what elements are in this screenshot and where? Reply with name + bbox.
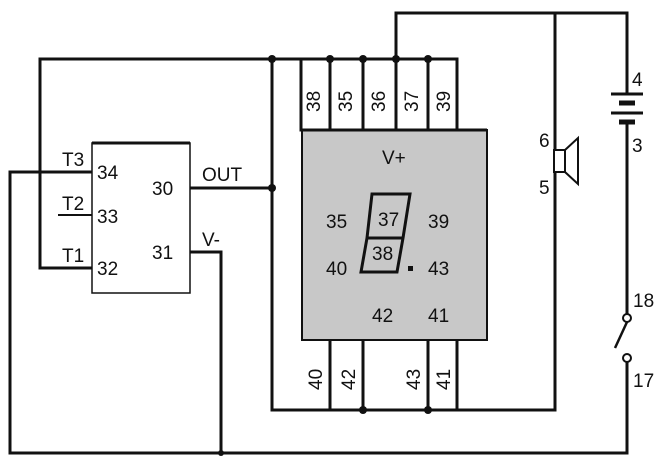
wire-bus-vertical [270,57,557,412]
speaker: 6 5 [539,131,579,200]
inner-label-40: 40 [326,259,347,280]
seven-segment-outline [359,192,412,274]
inner-label-43: 43 [428,259,449,280]
wire-vminus [188,250,223,455]
module-pin-34: 34 [97,163,119,184]
bottom-pin-43: 43 [404,369,425,390]
switch-label-18: 18 [633,291,654,312]
wires [8,11,629,455]
junction-dot [326,55,334,63]
junction-dot [359,406,367,414]
top-pin-35: 35 [336,91,357,112]
switch-lever [613,321,629,349]
digit-label-38: 38 [372,244,393,265]
battery: 4 3 [611,70,643,157]
module-pin-31: 31 [152,243,173,264]
battery-label-3: 3 [632,136,643,157]
inner-label-35: 35 [326,212,347,233]
inner-label-42: 42 [372,306,393,327]
junction-dot [424,406,432,414]
label-t3: T3 [62,150,84,171]
display-body [301,129,488,341]
bottom-pin-42: 42 [339,369,360,390]
speaker-cone-icon [564,135,579,187]
bottom-pin-41: 41 [434,369,455,390]
module-pin-32: 32 [97,259,118,280]
display-block: V+ 38 35 36 37 39 40 42 43 41 35 40 39 4… [301,91,488,390]
switch: 18 17 [613,291,654,392]
junction-dot [359,55,367,63]
wire-top-right [394,11,629,77]
module-body [91,142,191,294]
inner-label-39: 39 [428,212,449,233]
switch-contact-top [622,313,632,323]
inner-label-41: 41 [428,306,449,327]
label-t2: T2 [62,194,84,215]
top-pin-36: 36 [369,91,390,112]
wire-left-bus [38,57,94,270]
junction-dot [218,450,224,456]
top-pin-39: 39 [434,91,455,112]
wire-t3-loop [8,170,629,455]
module-pin-30: 30 [152,179,173,200]
label-vminus: V- [202,230,220,251]
label-vplus: V+ [382,148,406,169]
module-pin-33: 33 [97,207,118,228]
speaker-label-6: 6 [539,131,550,152]
digit-label-37: 37 [378,210,399,231]
top-pin-37: 37 [402,91,423,112]
junction-dot [424,55,432,63]
junctions [218,55,432,456]
switch-label-17: 17 [633,371,654,392]
module-block: 34 33 32 30 31 T3 T2 T1 OUT V- [62,141,243,294]
speaker-body [553,149,566,173]
top-pin-38: 38 [304,91,325,112]
junction-dot [268,184,276,192]
switch-contact-bottom [622,353,632,363]
battery-label-4: 4 [632,70,643,91]
bottom-pin-40: 40 [306,369,327,390]
speaker-label-5: 5 [539,178,550,199]
junction-dot [268,55,276,63]
junction-dot [392,55,400,63]
label-t1: T1 [62,246,84,267]
label-out: OUT [202,165,243,186]
decimal-point [408,266,413,271]
